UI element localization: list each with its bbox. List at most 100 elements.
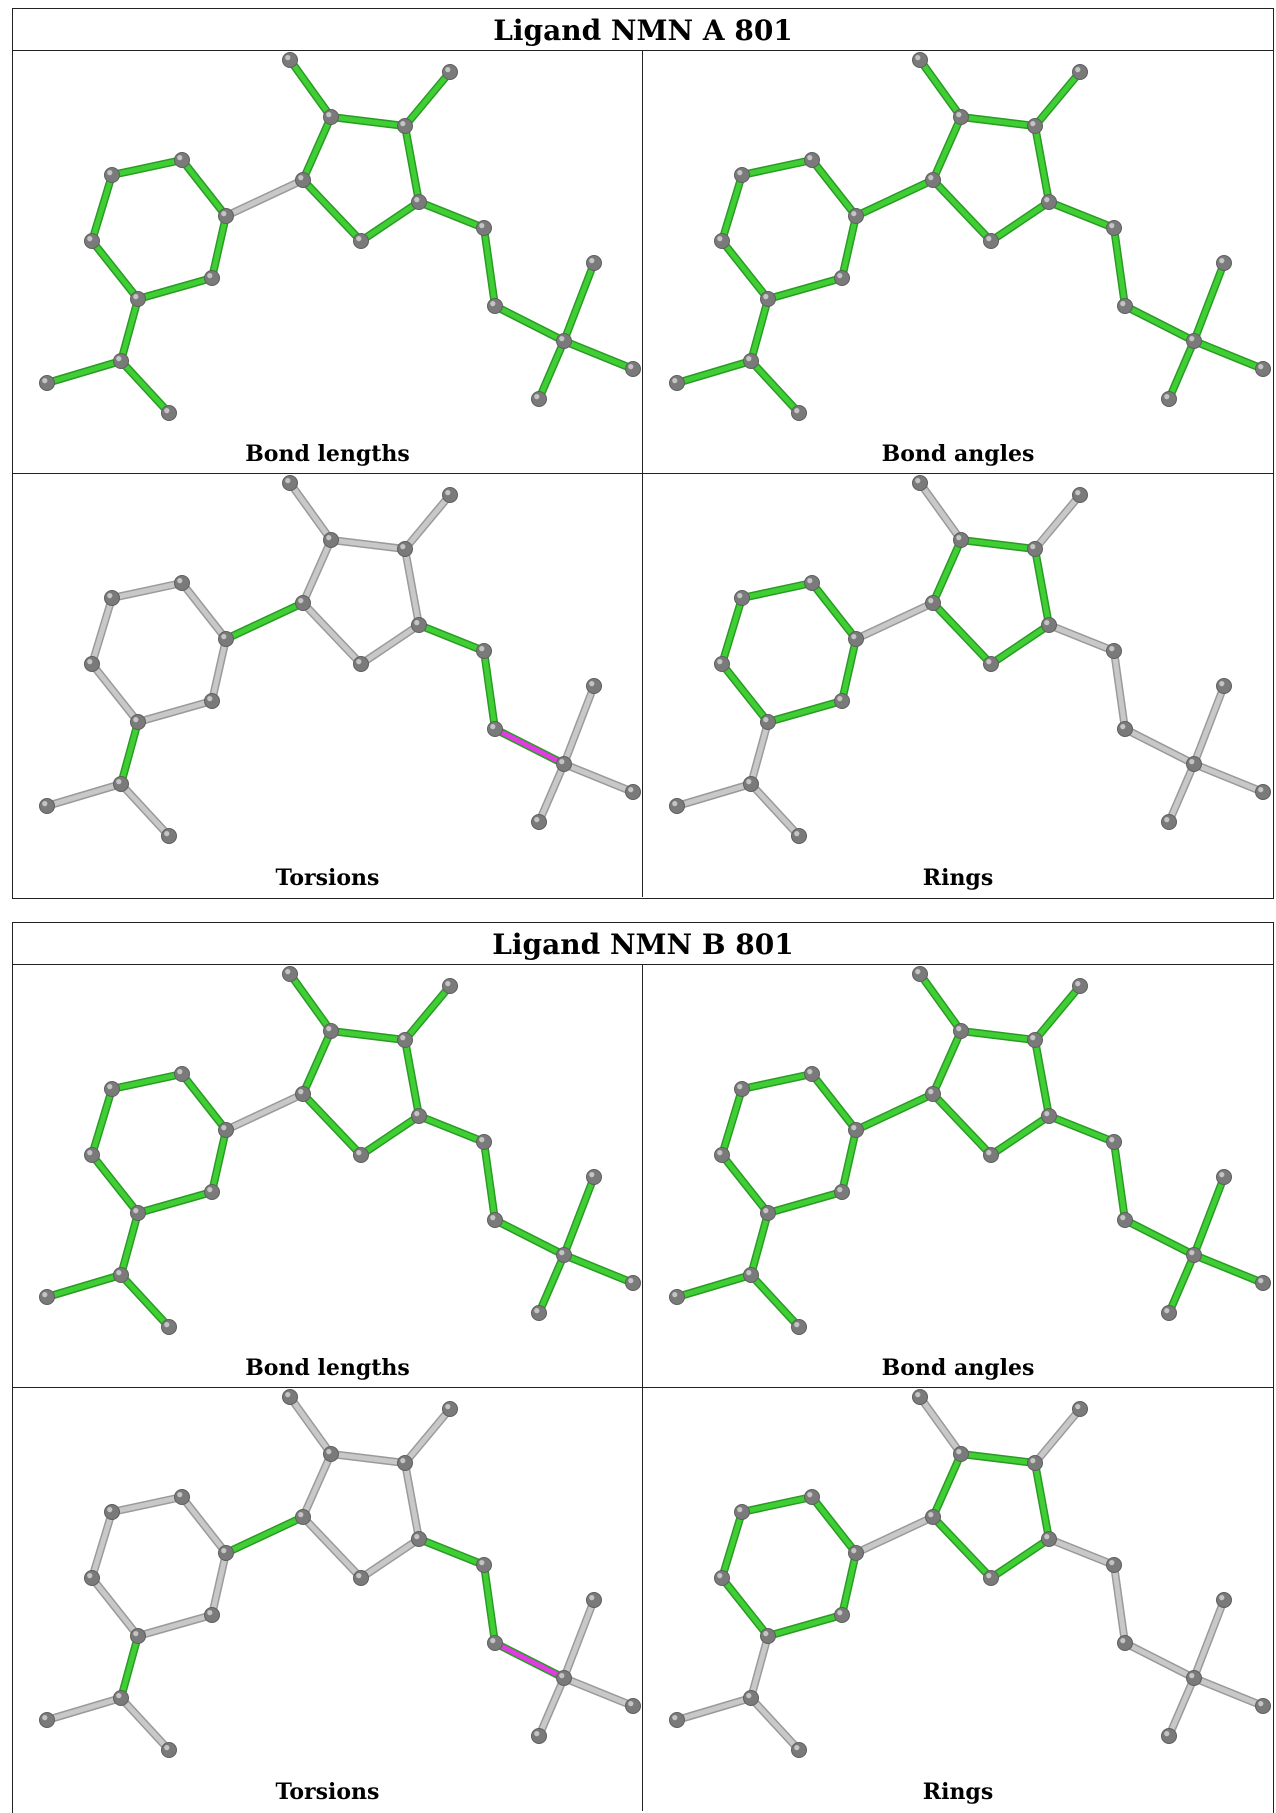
atom-highlight	[87, 1573, 93, 1579]
bond	[1046, 622, 1117, 654]
atom-highlight	[628, 1701, 634, 1707]
bond	[1122, 1640, 1197, 1681]
atom-highlight	[737, 170, 743, 176]
ligand-title: Ligand NMN A 801	[13, 9, 1273, 51]
bond	[109, 1071, 185, 1092]
atom	[487, 721, 503, 737]
atom-highlight	[1109, 646, 1115, 652]
atom	[104, 590, 120, 606]
bond	[1032, 1406, 1083, 1466]
bond	[1032, 546, 1052, 628]
atom-highlight	[1258, 1701, 1264, 1707]
bond	[358, 1113, 422, 1158]
atom	[39, 798, 55, 814]
atom	[1216, 1592, 1232, 1608]
atom-highlight	[326, 535, 332, 541]
atom-highlight	[534, 1731, 540, 1737]
atom-highlight	[164, 1745, 170, 1751]
atom-highlight	[116, 1270, 122, 1276]
atom	[113, 776, 129, 792]
bond	[209, 636, 229, 704]
atom-highlight	[1109, 1137, 1115, 1143]
atom-highlight	[1075, 1404, 1081, 1410]
atom	[282, 966, 298, 982]
atom	[714, 1570, 730, 1586]
atom	[834, 1184, 850, 1200]
atom	[204, 1184, 220, 1200]
atom-highlight	[298, 1512, 304, 1518]
panel-grid: Bond lengths Bond angles Torsions Rings	[13, 965, 1273, 1812]
molecule-diagram	[39, 966, 641, 1335]
atom-highlight	[1258, 787, 1264, 793]
atom	[84, 1570, 100, 1586]
bond	[300, 1028, 334, 1097]
atom-highlight	[42, 801, 48, 807]
atom-highlight	[42, 1292, 48, 1298]
atom	[295, 1509, 311, 1525]
atom	[531, 1728, 547, 1744]
atom	[531, 814, 547, 830]
atom-highlight	[479, 1560, 485, 1566]
bond	[118, 1210, 141, 1278]
atom-highlight	[915, 55, 921, 61]
atom	[804, 1066, 820, 1082]
atom	[912, 52, 928, 68]
bond	[358, 199, 422, 244]
atom-highlight	[177, 1492, 183, 1498]
atom	[953, 109, 969, 125]
atom	[953, 1446, 969, 1462]
bond	[402, 546, 422, 628]
atom	[743, 776, 759, 792]
atom	[791, 828, 807, 844]
bond	[89, 1152, 141, 1216]
panel-caption: Rings	[922, 1779, 994, 1805]
bond	[988, 199, 1052, 244]
atom	[1216, 1169, 1232, 1185]
atom	[1161, 1305, 1177, 1321]
bond	[809, 580, 859, 642]
atom	[174, 152, 190, 168]
atom	[714, 233, 730, 249]
atom-highlight	[534, 817, 540, 823]
atom	[912, 1389, 928, 1405]
atom	[204, 693, 220, 709]
bond	[719, 172, 745, 244]
bond	[1191, 1597, 1227, 1681]
atom-highlight	[445, 67, 451, 73]
bond	[1111, 225, 1128, 309]
atom-highlight	[1189, 336, 1195, 342]
atom	[1106, 1557, 1122, 1573]
bond	[358, 1536, 422, 1581]
bond	[765, 275, 845, 302]
bond	[135, 1189, 215, 1216]
bond	[89, 595, 115, 667]
atom-highlight	[628, 787, 634, 793]
bond	[328, 1451, 408, 1466]
bond	[748, 719, 771, 787]
atom	[295, 172, 311, 188]
atom-highlight	[207, 1610, 213, 1616]
atom	[743, 353, 759, 369]
bond	[492, 303, 567, 344]
bond	[1191, 260, 1227, 344]
bond	[223, 600, 306, 642]
ligand-block-b: Ligand NMN B 801 Bond lengths Bond angle…	[12, 922, 1274, 1813]
bond	[402, 69, 453, 129]
bond	[287, 971, 334, 1034]
bond	[958, 1028, 1038, 1043]
atom-highlight	[1258, 1278, 1264, 1284]
atom-highlight	[445, 490, 451, 496]
atom-highlight	[116, 356, 122, 362]
panel-torsions: Torsions	[13, 1388, 643, 1811]
atom-highlight	[851, 211, 857, 217]
atom-highlight	[356, 1573, 362, 1579]
atom-highlight	[1120, 1215, 1126, 1221]
bond	[118, 296, 141, 364]
atom	[734, 1081, 750, 1097]
atom-highlight	[1030, 544, 1036, 550]
bond	[44, 358, 124, 386]
bond	[958, 114, 1038, 129]
atom-highlight	[298, 1089, 304, 1095]
atom	[130, 1628, 146, 1644]
atom-highlight	[915, 478, 921, 484]
